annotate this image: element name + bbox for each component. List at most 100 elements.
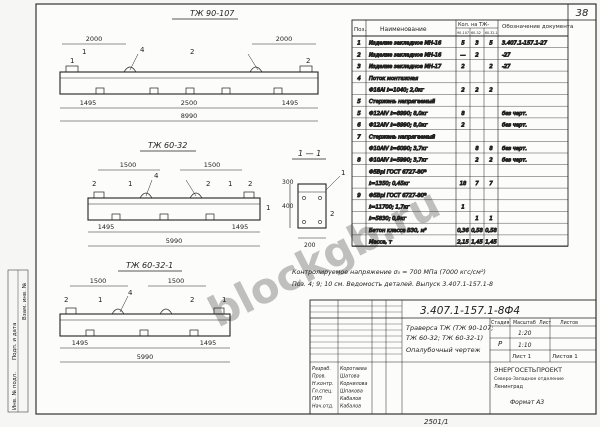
spec-cell-doc: без черт.	[502, 111, 527, 117]
beam3-dim-top-1: 1500	[90, 277, 107, 285]
spec-cell-doc: -27	[502, 64, 511, 70]
spec-cell-q3: 8	[489, 146, 493, 152]
spec-cell-name: ℓ=1350; 0,45кг	[368, 181, 410, 187]
beam1-title: ТЖ 90-107	[190, 9, 235, 18]
spec-cell-name: Ф10АIV ℓ=5990; 3,7кг	[369, 158, 428, 164]
spec-cell-doc: без черт.	[502, 146, 527, 152]
spec-cell-q1: 2	[461, 88, 464, 94]
scale-1: 1:20	[518, 330, 532, 337]
format-label: Формат А3	[510, 399, 544, 406]
spec-cell-pos: 5	[357, 99, 361, 105]
beam3-callout-1a: 1	[98, 296, 102, 304]
tb-name: Шпакова	[340, 389, 363, 395]
beam1-total: 8990	[181, 112, 198, 120]
title-line-3: Опалубочный чертеж	[406, 346, 481, 354]
beam2-dim-top-2: 1500	[204, 161, 221, 169]
beam3-title: ТЖ 60-32-1	[126, 261, 173, 270]
beam1-dim-bottom-2: 2500	[181, 99, 198, 107]
section-title: 1 — 1	[298, 149, 321, 158]
specification-table: Поз. Наименование Кол. на ТЖ- 90-107 60-…	[351, 19, 573, 247]
section-dim-2: 400	[282, 203, 294, 210]
section-dim-3: 200	[304, 242, 316, 249]
spec-cell-q1: —	[460, 52, 465, 58]
spec-cell-q3: 5	[489, 41, 493, 47]
section-dim-1: 300	[282, 179, 294, 186]
tb-role: Гл.спец.	[312, 389, 333, 395]
spec-cell-q1: 8	[461, 111, 465, 117]
spec-rows: 1 Изделие закладное МН-16 5 3 5 3.407.1-157.1…	[352, 40, 568, 247]
col-stage: Стадия	[491, 320, 510, 326]
spec-cell-pos: 3	[357, 64, 361, 70]
spec-cell-q1: 5	[461, 41, 465, 47]
sheets-label: Листов 1	[552, 354, 578, 360]
beam3-dim-top-2: 1500	[168, 277, 185, 285]
spec-cell-q2: 1	[475, 216, 478, 222]
tb-role: Н.контр.	[312, 381, 333, 387]
beam2-callout-2c: 2	[248, 180, 252, 188]
spec-cell-q2: 1,45	[471, 240, 483, 246]
tb-name: Коротаева	[340, 366, 367, 372]
title-block: 3.407.1-157.1-8Ф4 Траверса ТЖ (ТЖ 90-107…	[309, 299, 597, 415]
spec-cell-doc: -27	[502, 52, 511, 58]
scale-2: 1:10	[518, 342, 532, 349]
spec-cell-pos: 4	[357, 76, 361, 82]
beam-drawing-1: ТЖ 90-107 2000 2000 4 1 2 1495 2500 1495…	[59, 9, 319, 122]
spec-header-name: Наименование	[380, 26, 427, 33]
section-callout-1: 1	[341, 169, 345, 177]
spec-cell-name: Ф12АIV ℓ=8990; 8,0кг	[369, 123, 428, 129]
note-2: Поз. 4; 9; 10 см. Ведомость деталей. Вып…	[292, 281, 493, 288]
tb-role: Разраб.	[312, 366, 331, 372]
spec-cell-name: Ф5ВрI ГОСТ 6727-80*	[369, 169, 427, 175]
spec-cell-q3: 0,58	[485, 228, 497, 234]
spec-cell-pos: 6	[357, 123, 361, 129]
doc-code: 3.407.1-157.1-8Ф4	[420, 305, 520, 317]
beam2-dim-bottom-2: 1495	[232, 223, 249, 231]
title-line-1: Траверса ТЖ (ТЖ 90-107;	[406, 324, 493, 332]
tb-name: Корнилова	[340, 381, 367, 387]
spec-cell-pos: 2	[357, 52, 361, 58]
spec-cell-name: Масса, т	[369, 240, 393, 246]
spec-cell-q1: 0,36	[457, 228, 469, 234]
beam3-dim-bottom-1: 1495	[72, 339, 89, 347]
beam3-callout-4: 4	[128, 289, 133, 297]
left-strip: Инв. № подл. Подп. и дата Взам. инв. №	[7, 269, 29, 413]
spec-cell-q3: 2	[489, 158, 492, 164]
spec-cell-name: Бетон класса В30, м³	[369, 228, 427, 234]
col-sheets: Листов	[560, 320, 578, 326]
section-callout-2: 2	[330, 210, 334, 218]
spec-cell-q2: 3	[475, 41, 478, 47]
spec-cell-name: Изделие закладное МН-16	[369, 41, 442, 47]
spec-cell-name: Стержень напрягаемый	[369, 134, 436, 140]
spec-cell-doc: без черт.	[502, 158, 527, 164]
beam2-callout-2b: 2	[206, 180, 210, 188]
strip-label-2: Подп. и дата	[12, 323, 18, 360]
spec-cell-q3: 7	[489, 181, 493, 187]
spec-cell-pos: 7	[357, 134, 361, 140]
spec-cell-q3: 2	[489, 88, 492, 94]
spec-cell-q1: 2,15	[457, 240, 469, 246]
spec-cell-doc: без черт.	[502, 123, 527, 129]
beam-drawing-2: ТЖ 60-32 1500 1500 4 2 1 1495 1495 5990 …	[87, 141, 270, 247]
beam3-callout-1b: 1	[222, 296, 226, 304]
spec-header-qty: Кол. на ТЖ-	[458, 22, 489, 28]
spec-cell-name: Стержень напрягаемый	[369, 99, 436, 105]
spec-cell-q1: 2	[461, 123, 464, 129]
beam2-callout-1b: 1	[228, 180, 232, 188]
spec-cell-name: Ф5ВрI ГОСТ 6727-80*	[369, 193, 427, 199]
spec-cell-pos: 5	[357, 111, 361, 117]
spec-cell-name: Ф12АIV ℓ=8990; 8,0кг	[369, 111, 428, 117]
spec-cell-q1: 2	[461, 64, 464, 70]
tb-name: Кабалов	[340, 404, 361, 410]
spec-cell-q2: 2	[475, 88, 478, 94]
spec-cell-q3: 1	[489, 216, 492, 222]
spec-cell-name: ℓ=5830; 0,9кг	[368, 216, 406, 222]
beam3-callout-2a: 2	[64, 296, 68, 304]
tb-role: Пров.	[312, 374, 326, 380]
spec-cell-name: Изделие закладное МН-17	[369, 64, 442, 70]
spec-cell-q2: 0,58	[471, 228, 483, 234]
tb-name: Шатова	[340, 374, 360, 380]
org-line-1: ЭНЕРГОСЕТЬПРОЕКТ	[494, 367, 562, 374]
spec-cell-doc: 3.407.1-157.1-27	[502, 41, 548, 47]
